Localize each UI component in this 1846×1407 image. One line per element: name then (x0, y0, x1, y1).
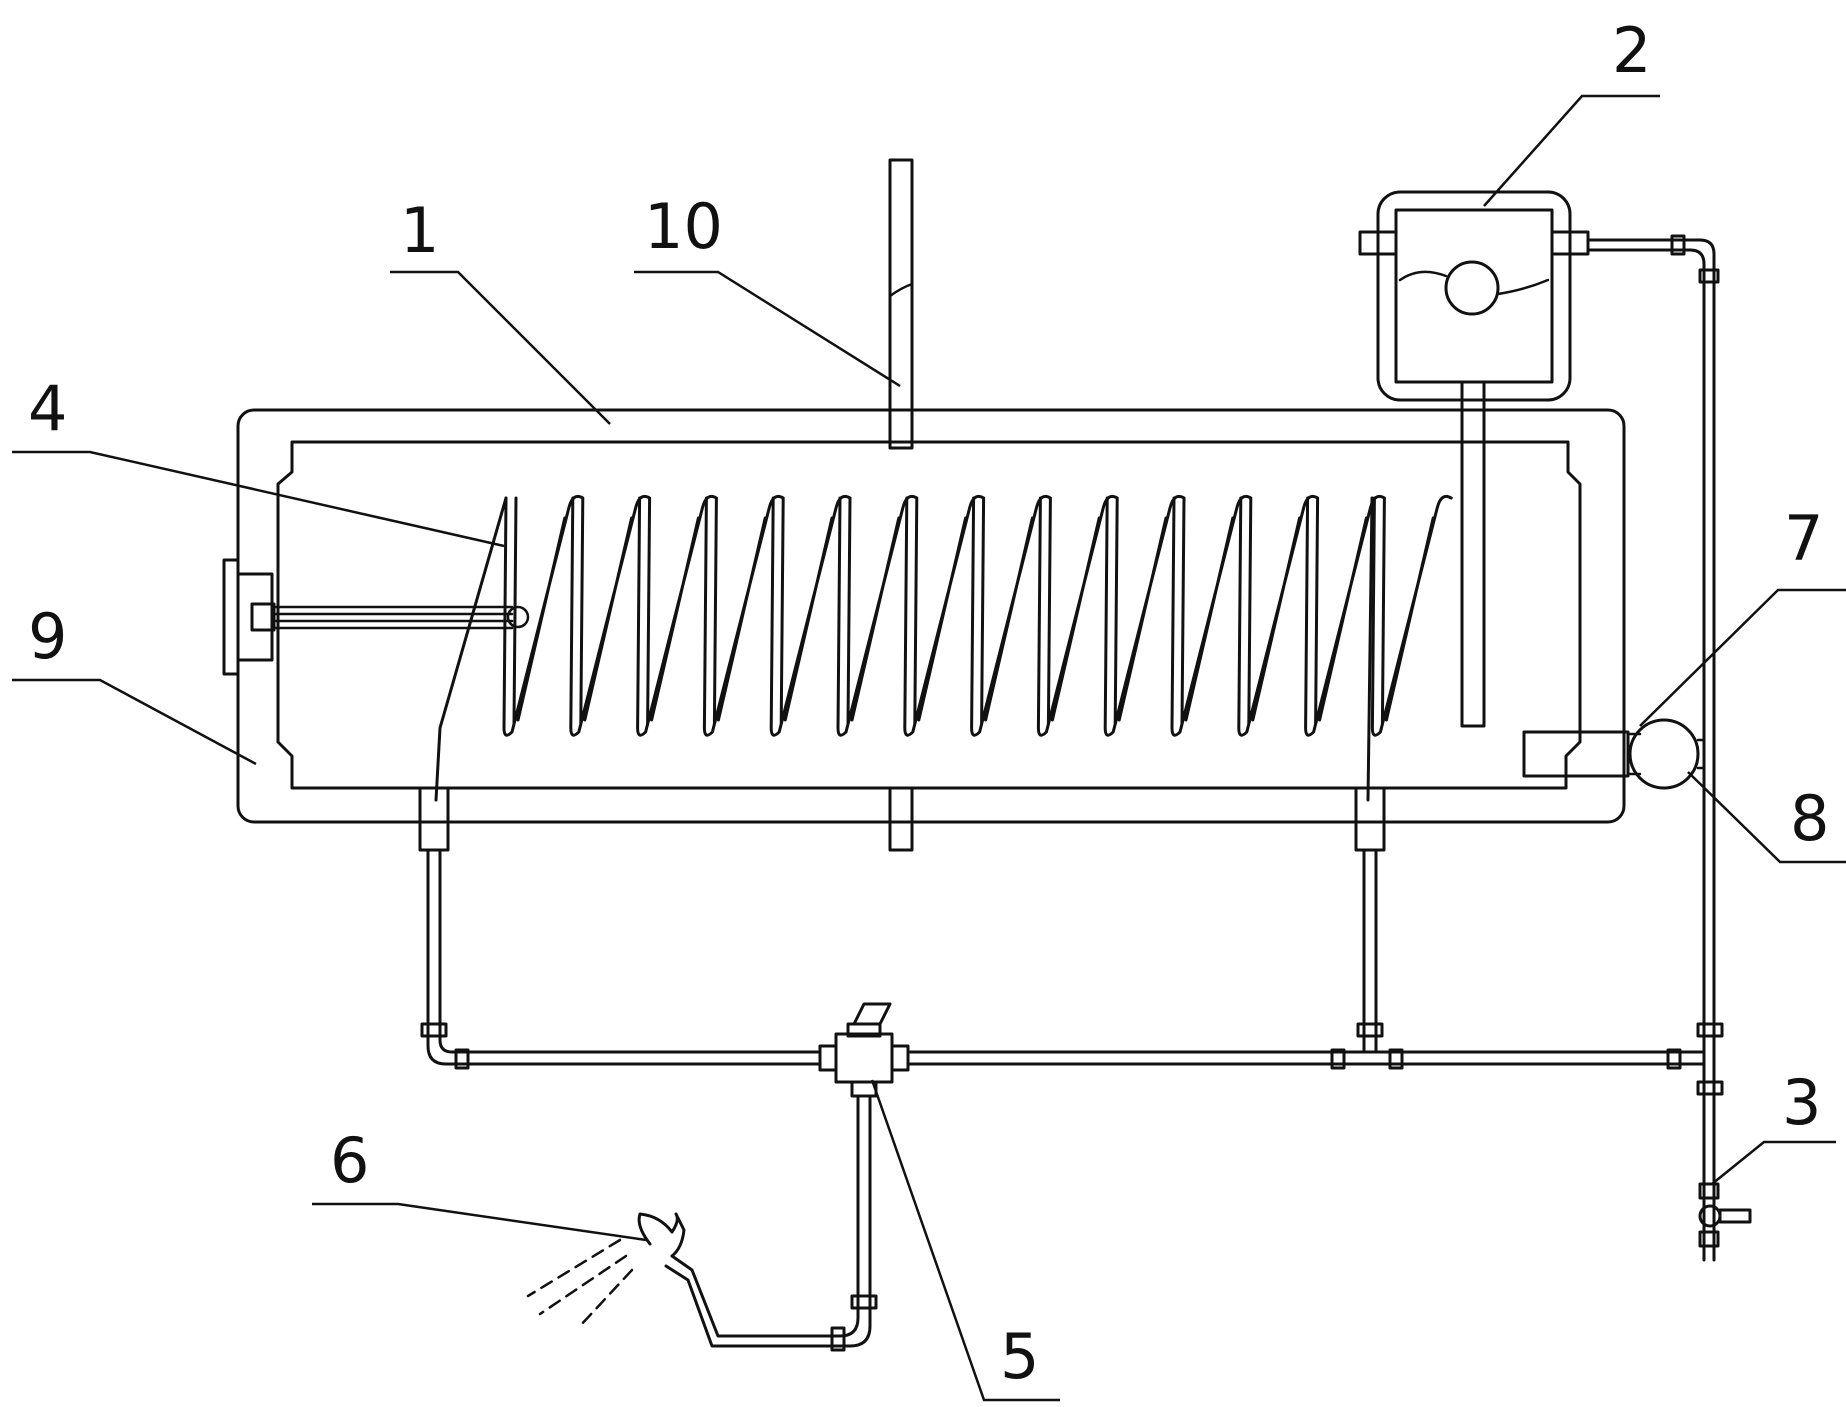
label-pump-outlet: 8 (1790, 782, 1829, 855)
heating-coil (434, 494, 1453, 802)
label-three-way-valve: 5 (1000, 1320, 1039, 1393)
piping (420, 848, 1752, 1248)
label-heater-base: 9 (28, 600, 67, 673)
vent-pipe (888, 158, 914, 852)
label-vent-pipe: 10 (644, 190, 723, 263)
pump (1522, 718, 1706, 790)
shower-head (526, 1212, 732, 1348)
three-way-valve (728, 1002, 910, 1352)
label-shower-head: 6 (330, 1124, 369, 1197)
tank-bottom-fittings (418, 786, 1386, 852)
label-drain-valve: 3 (1782, 1066, 1821, 1139)
label-coil: 4 (28, 372, 67, 445)
label-pump: 7 (1784, 502, 1823, 575)
label-tank: 1 (400, 194, 439, 267)
label-expansion-tank: 2 (1612, 14, 1651, 87)
main-tank (236, 408, 1626, 824)
callouts: 1 10 2 4 9 7 8 3 6 5 (12, 14, 1846, 1402)
expansion-tank (1358, 190, 1720, 1262)
